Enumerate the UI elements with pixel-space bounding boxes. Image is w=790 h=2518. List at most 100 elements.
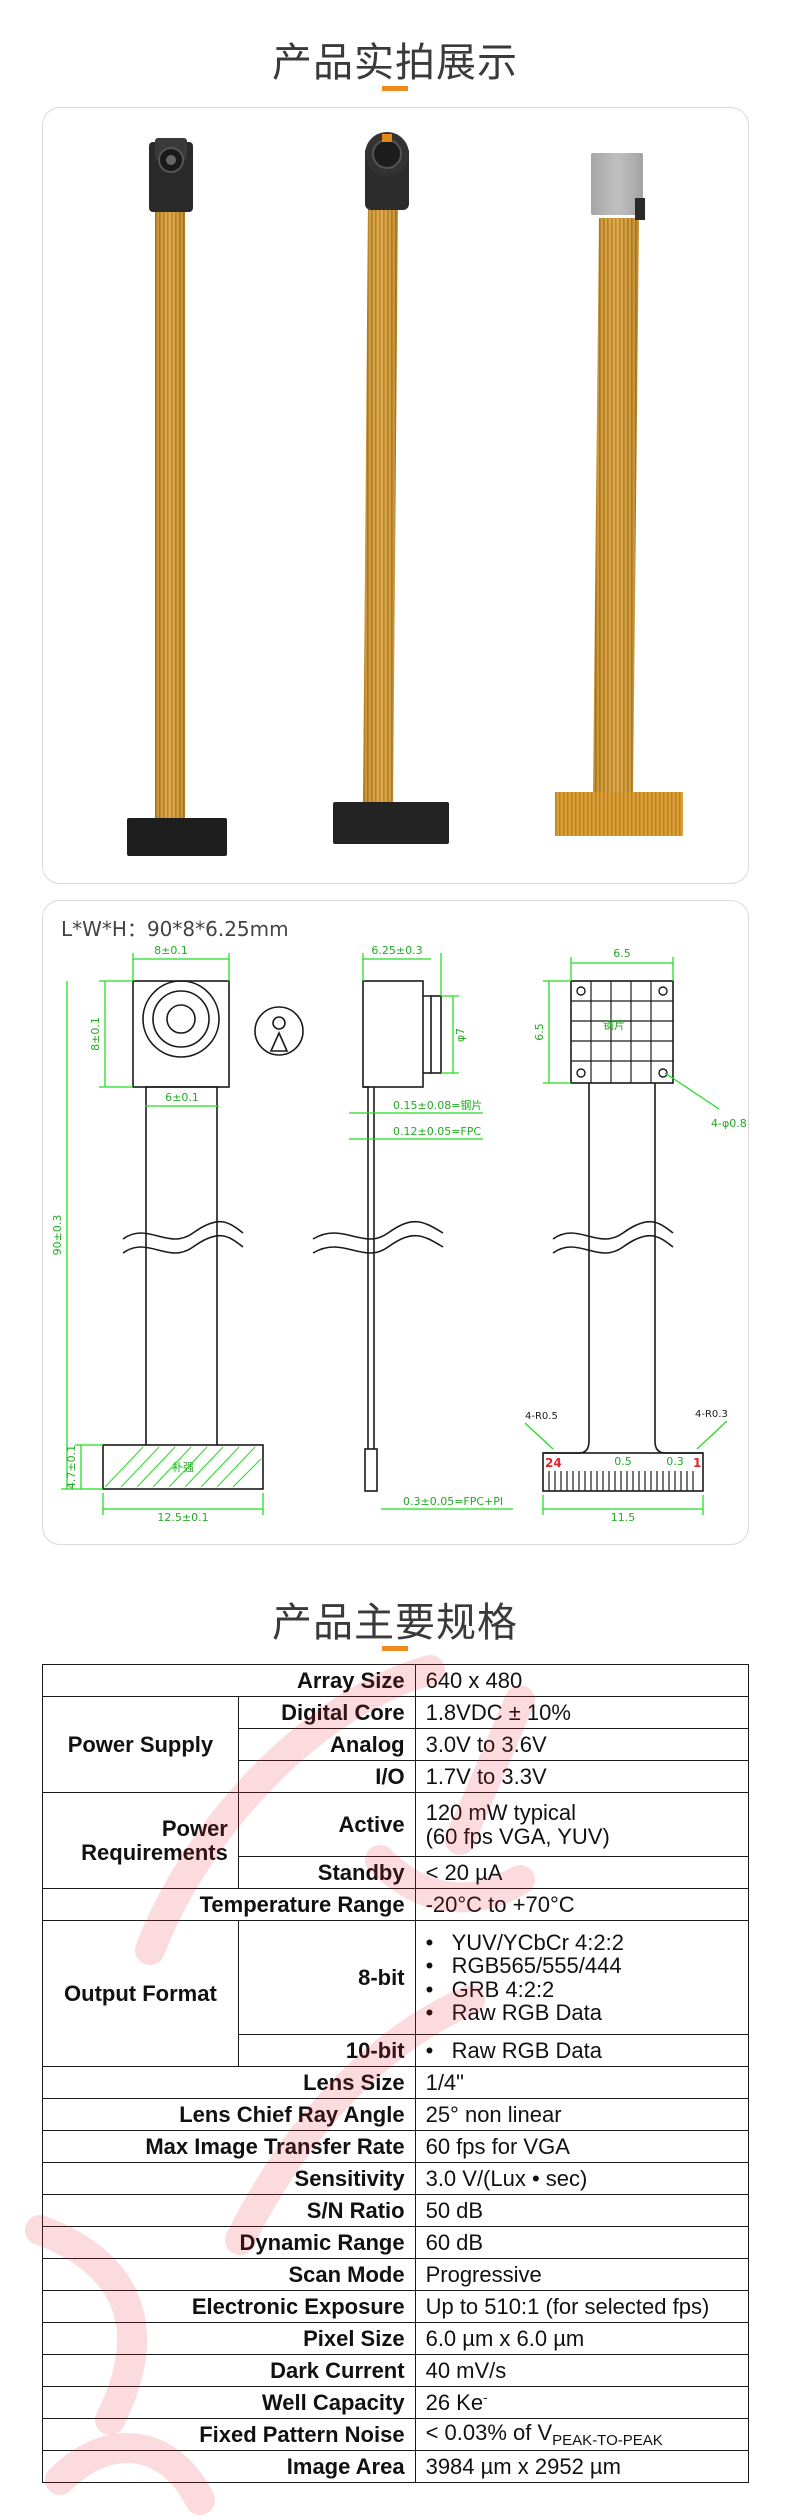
spec-value-main: < 0.03% of V — [425, 2419, 553, 2445]
dim-top-width: 8±0.1 — [154, 944, 188, 957]
spec-value-sub: PEAK-TO-PEAK — [552, 2431, 663, 2449]
table-row: Fixed Pattern Noise < 0.03% of VPEAK-TO-… — [42, 2418, 750, 2451]
spec-value: 25° non linear — [414, 2098, 750, 2131]
list-item: RGB565/555/444 — [426, 1954, 738, 1977]
dim-side-fpc: 0.12±0.05=FPC — [393, 1125, 481, 1138]
table-row: S/N Ratio 50 dB — [42, 2194, 750, 2227]
spec-label: S/N Ratio — [42, 2194, 416, 2227]
table-row: Temperature Range -20°C to +70°C — [42, 1888, 750, 1921]
camera-module-front — [127, 138, 227, 856]
spec-label: Digital Core — [237, 1696, 416, 1729]
section-title-specs: 产品主要规格 — [272, 1600, 518, 1646]
spec-value: 120 mW typical (60 fps VGA, YUV) — [414, 1792, 750, 1857]
spec-label: Scan Mode — [42, 2258, 416, 2291]
dimension-drawing: 8±0.1 8±0.1 6±0.1 90±0.3 4.7±0.1 12.5±0.… — [51, 944, 747, 1524]
table-row: Output Format 8-bit YUV/YCbCr 4:2:2 RGB5… — [42, 1920, 750, 2067]
spec-value: Progressive — [414, 2258, 750, 2291]
spec-value: 26 Ke- — [414, 2386, 750, 2419]
spec-value: 50 dB — [414, 2194, 750, 2227]
pin-first-label: 24 — [545, 1456, 562, 1470]
spec-label: Standby — [237, 1856, 416, 1889]
list-item: Raw RGB Data — [426, 2039, 738, 2062]
table-row: Well Capacity 26 Ke- — [42, 2386, 750, 2419]
spec-value: 3.0V to 3.6V — [414, 1728, 750, 1761]
spec-value-line: 120 mW typical — [425, 1800, 576, 1826]
table-row: Sensitivity 3.0 V/(Lux • sec) — [42, 2162, 750, 2195]
table-row: Lens Size 1/4" — [42, 2066, 750, 2099]
spec-value: YUV/YCbCr 4:2:2 RGB565/555/444 GRB 4:2:2… — [414, 1920, 750, 2035]
dim-connector-width: 11.5 — [611, 1511, 636, 1524]
dim-r-right: 4-R0.3 — [695, 1409, 728, 1420]
spec-value: 3.0 V/(Lux • sec) — [414, 2162, 750, 2195]
dim-side-stiffener: 0.15±0.08=钢片 — [393, 1099, 482, 1112]
dimensions-label: L*W*H：90*8*6.25mm — [61, 917, 289, 941]
spec-label: Fixed Pattern Noise — [42, 2418, 416, 2451]
title-accent-bar — [382, 86, 408, 91]
table-row: Max Image Transfer Rate 60 fps for VGA — [42, 2130, 750, 2163]
dim-pitch: 0.5 — [614, 1455, 632, 1468]
dim-tail-width: 12.5±0.1 — [157, 1511, 208, 1524]
table-row: I/O 1.7V to 3.3V — [43, 1760, 750, 1793]
dim-side-bottom: 0.3±0.05=FPC+PI — [403, 1495, 503, 1508]
table-row: Standby < 20 µA — [43, 1856, 750, 1889]
spec-group-label-line: Requirements — [81, 1839, 228, 1865]
dim-side-top: 6.25±0.3 — [371, 944, 422, 957]
table-row: Dynamic Range 60 dB — [42, 2226, 750, 2259]
dim-back-side: 6.5 — [533, 1023, 546, 1041]
table-row: Power Requirements Active 120 mW typical… — [42, 1792, 750, 1889]
spec-group-label-line: Power — [161, 1816, 228, 1842]
dim-r-left: 4-R0.5 — [525, 1411, 558, 1422]
spec-value: < 20 µA — [414, 1856, 750, 1889]
spec-label: Well Capacity — [42, 2386, 416, 2419]
spec-value: 640 x 480 — [414, 1664, 750, 1697]
list-item: YUV/YCbCr 4:2:2 — [426, 1931, 738, 1954]
section-title-photos: 产品实拍展示 — [272, 40, 518, 86]
spec-value-line: (60 fps VGA, YUV) — [425, 1823, 610, 1849]
product-photos — [127, 132, 683, 856]
table-row: Scan Mode Progressive — [42, 2258, 750, 2291]
spec-value: -20°C to +70°C — [414, 1888, 750, 1921]
spec-label: Dynamic Range — [42, 2226, 416, 2259]
tail-fill-label: 补强 — [172, 1461, 194, 1474]
back-center-label: 钢片 — [603, 1019, 625, 1032]
spec-label: I/O — [237, 1760, 416, 1793]
spec-label: 8-bit — [237, 1920, 416, 2035]
spec-label: Electronic Exposure — [42, 2290, 416, 2323]
table-row: Lens Chief Ray Angle 25° non linear — [42, 2098, 750, 2131]
dim-tail-height: 4.7±0.1 — [65, 1445, 78, 1489]
table-row: Power Supply Digital Core 1.8VDC ± 10% — [42, 1696, 750, 1793]
list-item: GRB 4:2:2 — [426, 1977, 738, 2000]
table-row: Dark Current 40 mV/s — [42, 2354, 750, 2387]
dim-side-height: 8±0.1 — [89, 1017, 102, 1051]
spec-value: 6.0 µm x 6.0 µm — [414, 2322, 750, 2355]
spec-label: Sensitivity — [42, 2162, 416, 2195]
spec-value: Raw RGB Data — [414, 2034, 750, 2067]
camera-module-side — [333, 132, 449, 844]
dim-back-hole: 4-φ0.8 — [711, 1117, 747, 1130]
title-accent-bar — [382, 1646, 408, 1651]
camera-module-back — [555, 153, 683, 836]
spec-label: Lens Size — [42, 2066, 416, 2099]
spec-value: 40 mV/s — [414, 2354, 750, 2387]
spec-value: 60 dB — [414, 2226, 750, 2259]
spec-value: 1.7V to 3.3V — [414, 1760, 750, 1793]
spec-label: Temperature Range — [42, 1888, 416, 1921]
list-item: Raw RGB Data — [426, 2000, 738, 2023]
dim-back-top: 6.5 — [613, 947, 631, 960]
spec-label: Active — [237, 1792, 416, 1857]
spec-table: Array Size 640 x 480 Power Supply Digita… — [42, 1664, 750, 2483]
dim-side-right: φ7 — [454, 1028, 467, 1042]
spec-value-sup: - — [483, 2389, 488, 2405]
table-row: Pixel Size 6.0 µm x 6.0 µm — [42, 2322, 750, 2355]
spec-value: 1/4" — [414, 2066, 750, 2099]
dim-total-length: 90±0.3 — [51, 1215, 64, 1256]
spec-label: Dark Current — [42, 2354, 416, 2387]
pin-last-label: 1 — [693, 1456, 701, 1470]
spec-label: Pixel Size — [42, 2322, 416, 2355]
spec-label: Lens Chief Ray Angle — [42, 2098, 416, 2131]
spec-label: 10-bit — [237, 2034, 416, 2067]
spec-label: Array Size — [42, 1664, 416, 1697]
table-row: 10-bit Raw RGB Data — [43, 2034, 750, 2067]
spec-value-main: 26 Ke — [425, 2389, 484, 2415]
spec-group-label: Output Format — [42, 1920, 239, 2067]
